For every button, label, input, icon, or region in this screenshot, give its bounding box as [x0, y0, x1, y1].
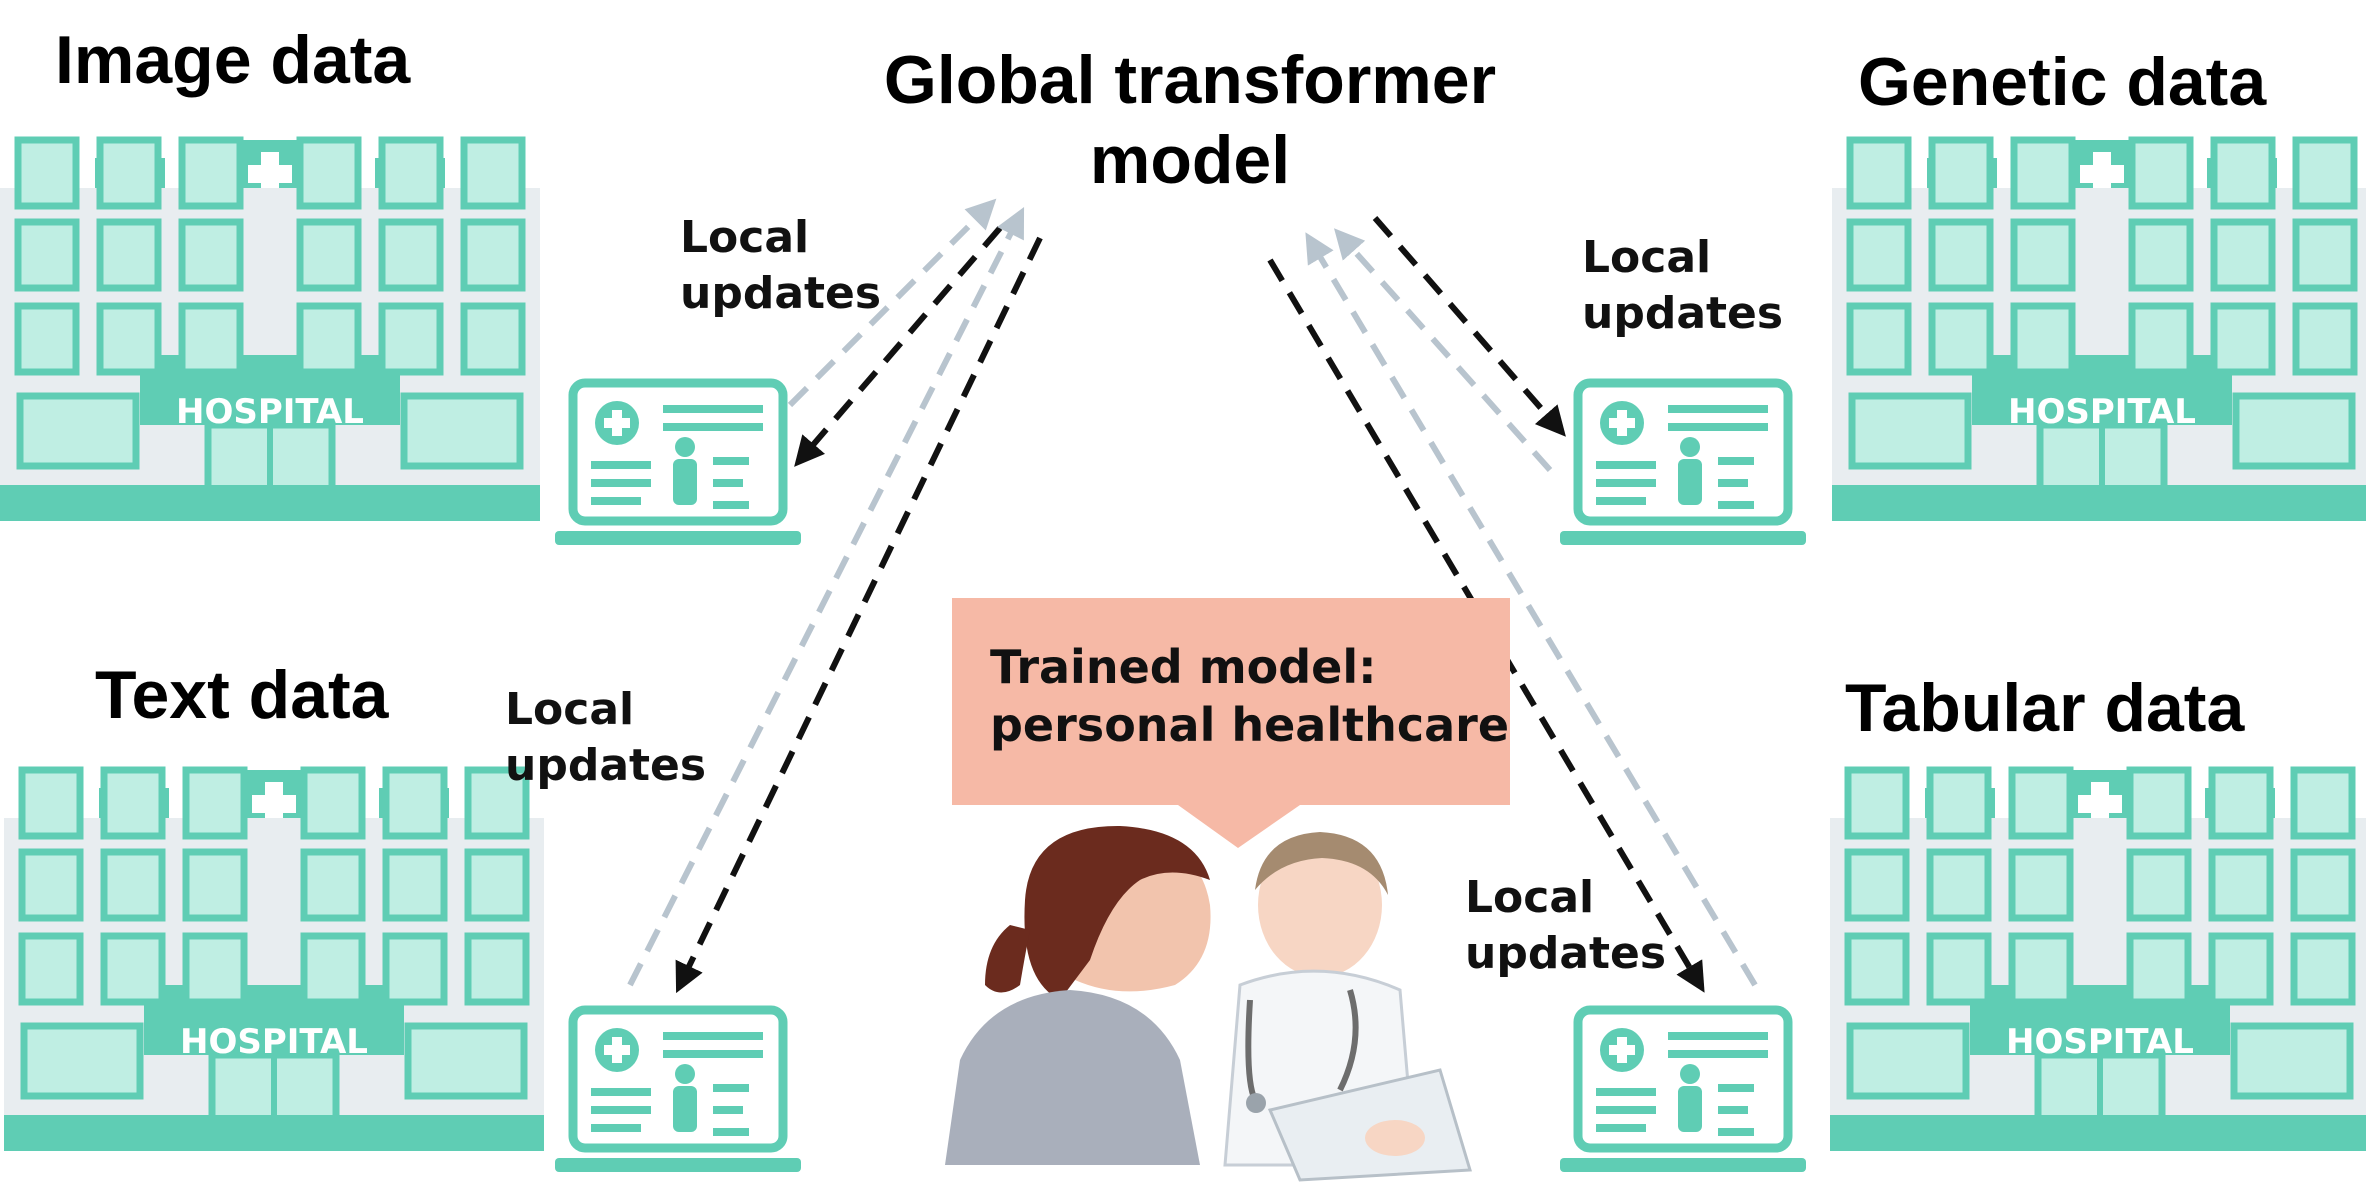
local-updates-tabular: Local updates	[1465, 870, 1666, 982]
arrow-global-to-text	[675, 236, 1043, 994]
label-genetic-data: Genetic data	[1858, 44, 2267, 120]
label-text-data: Text data	[95, 657, 389, 733]
laptop-image-icon	[555, 383, 801, 545]
patient-doctor-illustration	[945, 825, 1472, 1182]
arrow-global-to-image	[794, 226, 1003, 467]
hospital-genetic-icon	[1832, 140, 2366, 521]
trained-model-label: Trained model: personal healthcare	[990, 638, 1509, 754]
doctor-face	[1258, 833, 1382, 977]
global-model-title: Global transformer model	[760, 40, 1620, 200]
local-updates-line-2: updates	[1582, 288, 1784, 339]
arrow-global-to-genetic	[1372, 216, 1566, 437]
hospital-sign-text: HOSPITAL	[180, 1022, 368, 1062]
laptop-tabular-icon	[1560, 1010, 1806, 1172]
label-tabular-data: Tabular data	[1845, 670, 2245, 746]
laptop-text-icon	[555, 1010, 801, 1172]
hospital-text-icon	[4, 770, 544, 1151]
arrow-genetic-to-global	[1334, 228, 1553, 472]
local-updates-line-1: Local	[1465, 872, 1595, 923]
trained-model-line-1: Trained model:	[990, 640, 1377, 694]
tablet	[1267, 1068, 1472, 1182]
local-updates-line-2: updates	[1465, 928, 1667, 979]
local-updates-text: Local updates	[505, 682, 706, 794]
hospital-image-icon	[0, 140, 540, 521]
patient-hair	[1024, 825, 1210, 1000]
arrow-tabular-to-global	[1305, 232, 1758, 987]
hospital-sign-tabular: HOSPITAL	[2006, 1022, 2194, 1062]
local-updates-line-2: updates	[680, 268, 882, 319]
hospital-sign-image: HOSPITAL	[176, 392, 364, 432]
label-image-data: Image data	[55, 22, 411, 98]
local-updates-line-1: Local	[505, 684, 635, 735]
local-updates-genetic: Local updates	[1582, 230, 1783, 342]
local-updates-line-1: Local	[680, 212, 810, 263]
trained-model-bubble	[952, 598, 1510, 848]
local-updates-line-2: updates	[505, 740, 707, 791]
trained-model-line-2: personal healthcare	[990, 698, 1510, 752]
local-updates-line-1: Local	[1582, 232, 1712, 283]
arrow-image-to-global	[787, 198, 997, 408]
local-updates-image: Local updates	[680, 210, 881, 322]
hospital-sign-genetic: HOSPITAL	[2008, 392, 2196, 432]
patient-shirt	[945, 990, 1200, 1165]
arrow-text-to-global	[627, 206, 1025, 987]
title-line-2: model	[1089, 122, 1291, 198]
laptop-genetic-icon	[1560, 383, 1806, 545]
title-line-1: Global transformer	[883, 42, 1497, 118]
hospital-tabular-icon	[1830, 770, 2366, 1151]
